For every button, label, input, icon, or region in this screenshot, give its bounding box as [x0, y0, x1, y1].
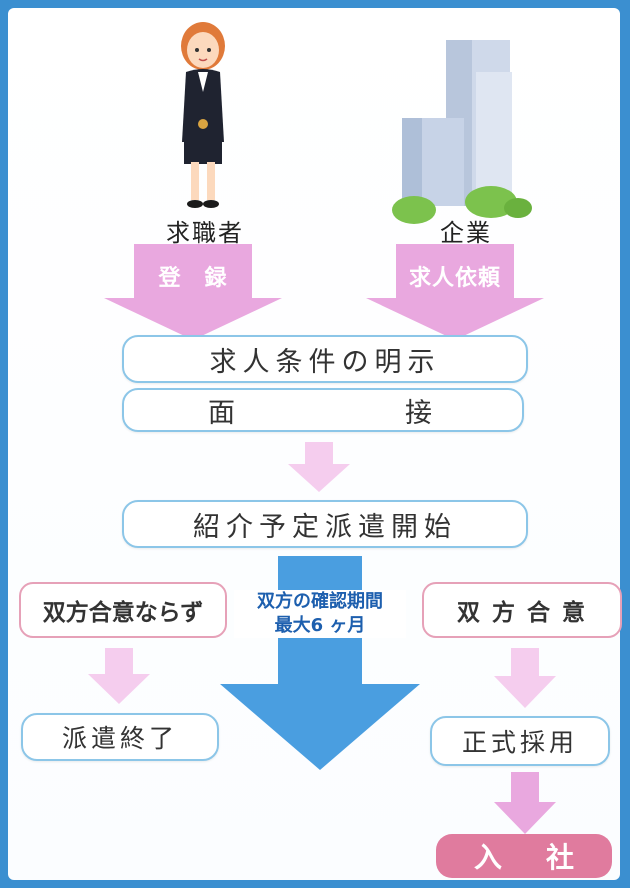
formal-hire-text: 正式採用 [461, 728, 578, 757]
job-request-arrow [366, 244, 544, 340]
step-dispatch-start: 紹介予定派遣開始 [122, 500, 528, 548]
register-arrow [104, 244, 282, 340]
step-dispatch-start-text: 紹介予定派遣開始 [193, 511, 457, 543]
agreement-box: 双 方 合 意 [422, 582, 622, 638]
job-seeker-label: 求職者 [166, 219, 244, 247]
interview-down-arrow [288, 442, 350, 492]
job-request-label: 求人依頼 [408, 266, 501, 291]
trial-period-line2: 最大6 ヶ月 [274, 615, 366, 636]
step-interview-right-text: 接 [405, 397, 438, 429]
step-job-conditions: 求人条件の明示 [122, 335, 528, 383]
step-interview-left-text: 面 [208, 397, 241, 429]
step-job-conditions-text: 求人条件の明示 [209, 346, 441, 378]
no-agreement-down-arrow [88, 648, 150, 704]
dispatch-end-text: 派遣終了 [61, 724, 178, 753]
join-company-box: 入 社 [436, 834, 612, 878]
agreement-text: 双 方 合 意 [456, 600, 588, 626]
no-agreement-box: 双方合意ならず [19, 582, 227, 638]
step-interview: 面 接 [122, 388, 524, 432]
trial-period-line1: 双方の確認期間 [257, 591, 383, 612]
join-right-text: 社 [545, 841, 574, 874]
job-seeker-illustration [181, 22, 225, 208]
join-left-text: 入 [474, 841, 503, 874]
flow-diagram: 求職者 企業 登 録 求人依頼 求人条件の明示 面 接 紹介予定派遣開始 [8, 8, 622, 880]
agreement-down-arrow [494, 648, 556, 708]
hire-down-arrow [494, 772, 556, 834]
formal-hire-box: 正式採用 [430, 716, 610, 766]
company-label: 企業 [440, 219, 492, 247]
company-building-illustration [392, 40, 532, 224]
register-label: 登 録 [158, 266, 228, 291]
no-agreement-text: 双方合意ならず [42, 600, 204, 626]
trial-period-arrow [220, 556, 420, 770]
trial-period-label: 双方の確認期間 最大6 ヶ月 [234, 590, 406, 638]
dispatch-end-box: 派遣終了 [21, 713, 219, 761]
